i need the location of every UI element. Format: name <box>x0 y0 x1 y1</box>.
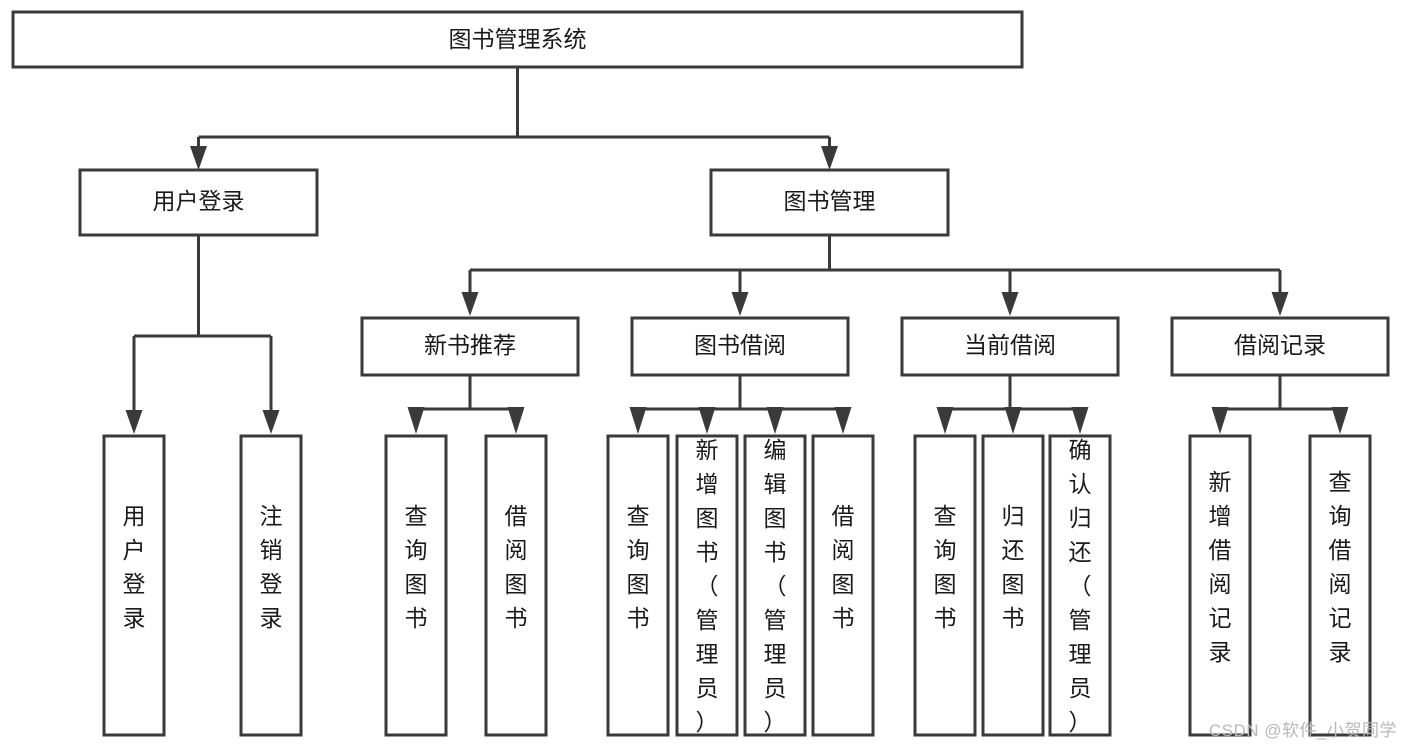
node-current-borrow-label: 当前借阅 <box>964 332 1056 358</box>
node-book-management-box[interactable] <box>709 168 950 237</box>
leaf-current-return-book[interactable]: 归还图书 <box>981 434 1045 737</box>
node-book-borrow-label: 图书借阅 <box>694 332 786 358</box>
node-borrow-record-label: 借阅记录 <box>1234 332 1326 358</box>
leaf-current-query-book[interactable]: 查询图书 <box>913 434 977 737</box>
leaf-borrow-borrow-book[interactable]: 借阅图书 <box>811 434 875 737</box>
leaf-current-query-book-label: 查询图书 <box>934 503 957 631</box>
leaf-current-confirm-return-box[interactable] <box>1048 434 1112 737</box>
leaf-borrow-edit-book[interactable]: 编辑图书（管理员） <box>743 434 807 737</box>
arrow-head-icon <box>1001 292 1019 316</box>
node-root[interactable]: 图书管理系统 <box>11 10 1024 69</box>
arrow-head-icon <box>936 407 954 434</box>
arrow-head-icon <box>507 407 525 434</box>
leaf-current-query-book-box[interactable] <box>913 434 977 737</box>
leaf-borrow-query-book-label: 查询图书 <box>627 503 650 631</box>
leaf-borrow-add-book[interactable]: 新增图书（管理员） <box>675 434 739 737</box>
leaf-newbook-borrow-book[interactable]: 借阅图书 <box>484 434 548 737</box>
node-user-login-label: 用户登录 <box>153 188 245 214</box>
arrow-head-icon <box>1211 407 1229 434</box>
node-borrow-record-box[interactable] <box>1170 316 1390 377</box>
arrow-head-icon <box>1071 407 1089 434</box>
arrow-head-icon <box>1331 407 1349 434</box>
node-book-borrow-box[interactable] <box>630 316 850 377</box>
node-book-borrow[interactable]: 图书借阅 <box>630 316 850 377</box>
leaf-current-confirm-return[interactable]: 确认归还（管理员） <box>1048 434 1112 737</box>
arrow-head-icon <box>190 146 207 170</box>
node-new-book-recommend[interactable]: 新书推荐 <box>360 316 580 377</box>
node-new-book-recommend-label: 新书推荐 <box>424 332 516 358</box>
arrow-head-icon <box>834 407 852 434</box>
leaf-borrow-query-book[interactable]: 查询图书 <box>606 434 670 737</box>
node-new-book-recommend-box[interactable] <box>360 316 580 377</box>
arrow-head-icon <box>407 407 425 434</box>
arrow-head-icon <box>461 292 479 316</box>
arrow-head-icon <box>262 410 280 434</box>
leaf-user-login-label: 用户登录 <box>123 503 146 631</box>
leaf-current-confirm-return-label: 确认归还（管理员） <box>1069 437 1092 735</box>
arrow-head-icon <box>731 292 749 316</box>
leaf-record-query-label: 查询借阅记录 <box>1329 469 1352 665</box>
node-book-management[interactable]: 图书管理 <box>709 168 950 237</box>
leaf-user-logout-box[interactable] <box>239 434 303 737</box>
leaf-newbook-query-book[interactable]: 查询图书 <box>384 434 448 737</box>
arrow-head-icon <box>1004 407 1022 434</box>
leaf-borrow-borrow-book-label: 借阅图书 <box>832 503 855 631</box>
arrow-head-icon <box>1271 292 1289 316</box>
leaf-user-login[interactable]: 用户登录 <box>102 434 166 737</box>
leaf-record-add[interactable]: 新增借阅记录 <box>1188 434 1252 737</box>
arrow-head-icon <box>821 146 838 170</box>
node-root-box[interactable] <box>11 10 1024 69</box>
leaf-current-return-book-box[interactable] <box>981 434 1045 737</box>
leaf-record-add-label: 新增借阅记录 <box>1209 469 1232 665</box>
node-current-borrow-box[interactable] <box>900 316 1120 377</box>
leaf-newbook-borrow-book-label: 借阅图书 <box>505 503 528 631</box>
leaf-newbook-borrow-book-box[interactable] <box>484 434 548 737</box>
arrow-head-icon <box>125 410 143 434</box>
arrow-head-icon <box>629 407 647 434</box>
connector-layer <box>125 67 1349 434</box>
node-book-management-label: 图书管理 <box>784 188 876 214</box>
leaf-borrow-add-book-box[interactable] <box>675 434 739 737</box>
node-root-label: 图书管理系统 <box>449 26 587 52</box>
leaf-borrow-edit-book-label: 编辑图书（管理员） <box>764 437 787 735</box>
leaf-record-query-box[interactable] <box>1308 434 1372 737</box>
leaf-user-logout[interactable]: 注销登录 <box>239 434 303 737</box>
leaf-borrow-borrow-book-box[interactable] <box>811 434 875 737</box>
leaf-record-query[interactable]: 查询借阅记录 <box>1308 434 1372 737</box>
leaf-borrow-edit-book-box[interactable] <box>743 434 807 737</box>
arrow-head-icon <box>766 407 784 434</box>
leaf-borrow-add-book-label: 新增图书（管理员） <box>696 437 719 735</box>
leaf-user-logout-label: 注销登录 <box>260 503 283 631</box>
arrow-head-icon <box>698 407 716 434</box>
node-borrow-record[interactable]: 借阅记录 <box>1170 316 1390 377</box>
leaf-newbook-query-book-label: 查询图书 <box>405 503 428 631</box>
leaf-newbook-query-book-box[interactable] <box>384 434 448 737</box>
node-user-login[interactable]: 用户登录 <box>78 168 319 237</box>
leaf-user-login-box[interactable] <box>102 434 166 737</box>
leaf-current-return-book-label: 归还图书 <box>1002 503 1025 631</box>
leaf-borrow-query-book-box[interactable] <box>606 434 670 737</box>
node-current-borrow[interactable]: 当前借阅 <box>900 316 1120 377</box>
leaf-record-add-box[interactable] <box>1188 434 1252 737</box>
node-user-login-box[interactable] <box>78 168 319 237</box>
